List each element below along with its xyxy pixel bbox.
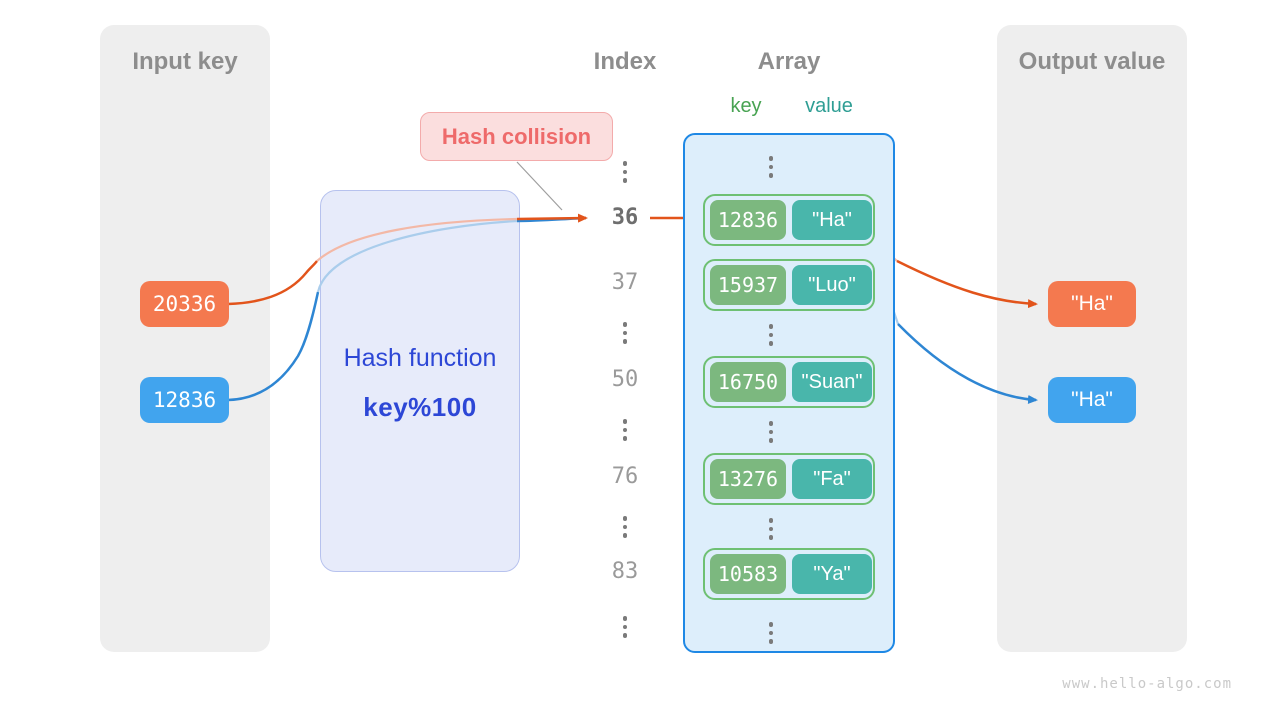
- pair-value: "Ha": [792, 200, 872, 240]
- output-value-panel: [997, 25, 1187, 652]
- array-pair-row: 13276 "Fa": [703, 453, 875, 505]
- output-panel-title: Output value: [1018, 48, 1166, 75]
- index-entry-50: 50: [611, 367, 639, 392]
- index-ellipsis: [585, 161, 665, 183]
- array-ellipsis: [731, 622, 811, 644]
- pair-key: 13276: [710, 459, 786, 499]
- input-panel-title: Input key: [132, 48, 238, 75]
- pair-key: 16750: [710, 362, 786, 402]
- index-ellipsis: [585, 419, 665, 441]
- hash-function-box: [320, 190, 520, 572]
- index-ellipsis: [585, 322, 665, 344]
- hash-function-name: Hash function: [343, 344, 497, 372]
- pair-key: 10583: [710, 554, 786, 594]
- watermark: www.hello-algo.com: [1062, 676, 1232, 692]
- hash-function-formula: key%100: [363, 392, 477, 422]
- pair-key: 15937: [710, 265, 786, 305]
- index-ellipsis: [585, 516, 665, 538]
- index-ellipsis: [585, 616, 665, 638]
- array-column-title: Array: [757, 48, 821, 75]
- pair-value: "Ya": [792, 554, 872, 594]
- pair-key: 12836: [710, 200, 786, 240]
- input-key-panel: [100, 25, 270, 652]
- output-value-badge-orange: "Ha": [1048, 281, 1136, 327]
- collision-connector-line: [516, 161, 563, 211]
- key-header-label: key: [730, 95, 762, 117]
- array-pair-row: 10583 "Ya": [703, 548, 875, 600]
- array-ellipsis: [731, 324, 811, 346]
- index-entry-37: 37: [611, 270, 639, 295]
- index-entry-36: 36: [611, 205, 639, 230]
- array-ellipsis: [731, 156, 811, 178]
- pair-value: "Fa": [792, 459, 872, 499]
- array-ellipsis: [731, 518, 811, 540]
- array-pair-row: 12836 "Ha": [703, 194, 875, 246]
- output-value-badge-blue: "Ha": [1048, 377, 1136, 423]
- pair-value: "Luo": [792, 265, 872, 305]
- index-column-title: Index: [593, 48, 657, 75]
- value-header-label: value: [805, 95, 853, 117]
- array-pair-row: 16750 "Suan": [703, 356, 875, 408]
- arrow-orange-hash-to-index: [516, 213, 588, 223]
- array-panel: 12836 "Ha" 15937 "Luo" 16750 "Suan" 1327…: [683, 133, 895, 653]
- array-pair-row: 15937 "Luo": [703, 259, 875, 311]
- index-entry-76: 76: [611, 464, 639, 489]
- input-key-badge-20336: 20336: [140, 281, 229, 327]
- arrow-blue-hash-to-index: [516, 216, 587, 223]
- hash-collision-label: Hash collision: [420, 112, 613, 161]
- index-entry-83: 83: [611, 559, 639, 584]
- array-ellipsis: [731, 421, 811, 443]
- pair-value: "Suan": [792, 362, 872, 402]
- input-key-badge-12836: 12836: [140, 377, 229, 423]
